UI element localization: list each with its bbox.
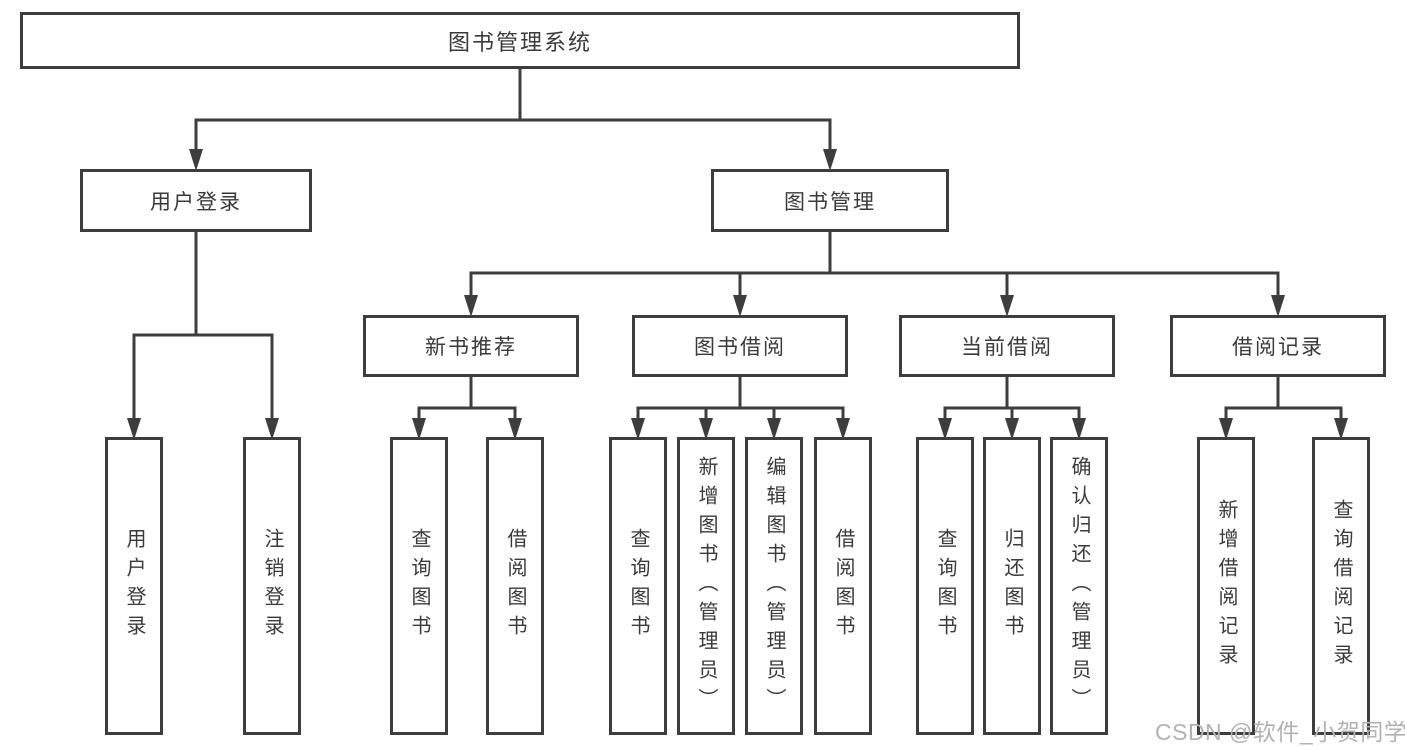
node-user-login: 用户登录	[80, 169, 312, 232]
node-book-borrowing: 图书借阅	[632, 315, 848, 377]
leaf-query-books-current: 查询图书	[916, 437, 974, 735]
leaf-borrow-books: 借阅图书	[814, 437, 872, 735]
connector-book-management	[469, 232, 1280, 296]
node-new-book-recommendation: 新书推荐	[363, 315, 579, 377]
connector-root	[194, 68, 832, 150]
leaf-edit-book-admin: 编辑图书（管理员）	[745, 437, 803, 735]
leaf-add-borrow-record: 新增借阅记录	[1197, 437, 1255, 735]
leaf-return-books: 归还图书	[983, 437, 1041, 735]
connector-book-borrow	[636, 377, 845, 419]
node-root: 图书管理系统	[20, 12, 1020, 69]
watermark: CSDN @软件_小贺同学	[1155, 719, 1405, 745]
leaf-query-books-borrow: 查询图书	[609, 437, 667, 735]
leaf-borrow-books-newbook: 借阅图书	[486, 437, 544, 735]
leaf-user-login: 用户登录	[105, 437, 163, 735]
leaf-confirm-return-admin: 确认归还（管理员）	[1050, 437, 1108, 735]
leaf-query-borrow-record: 查询借阅记录	[1312, 437, 1370, 735]
node-borrowing-records: 借阅记录	[1170, 315, 1386, 377]
arrowheads	[127, 149, 1348, 440]
connector-borrow-record	[1224, 377, 1343, 419]
connector-user-login	[132, 232, 274, 419]
connector-current-borrow	[943, 377, 1081, 419]
node-current-borrowing: 当前借阅	[899, 315, 1115, 377]
leaf-query-books-newbook: 查询图书	[390, 437, 448, 735]
connector-new-book	[417, 377, 517, 419]
leaf-logout: 注销登录	[243, 437, 301, 735]
node-book-management: 图书管理	[711, 169, 949, 232]
leaf-add-book-admin: 新增图书（管理员）	[677, 437, 735, 735]
